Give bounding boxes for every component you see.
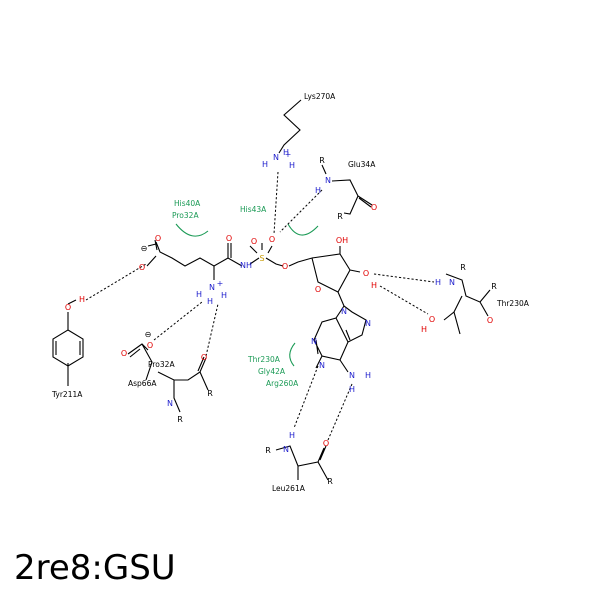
atom-o-lig-carbox-1: O [155, 234, 161, 243]
label-his43: His43A [240, 205, 267, 214]
atom-r-thr230-2: R [491, 282, 497, 291]
atom-r-glu34-1: R [319, 156, 325, 165]
hbond-tyr211-ligand [85, 263, 147, 301]
atom-n-glu34: N [325, 176, 331, 185]
label-gly42: Gly42A [258, 367, 286, 376]
atom-o-leu261: O [323, 439, 329, 448]
atom-o-s-1: O [251, 237, 257, 246]
label-arg260: Arg260A [266, 379, 299, 388]
atom-o-lig-amide: O [226, 234, 232, 243]
label-lys270: Lys270A [304, 92, 336, 101]
contact-arc-his40 [175, 223, 209, 237]
atom-h-glu34: H [315, 186, 321, 195]
atom-h-thr230-side: H [421, 325, 427, 334]
hbond-pro32-ligand [205, 303, 219, 357]
hbond-leu261-adenine-2 [327, 383, 353, 441]
atom-n-lig: N [209, 283, 215, 292]
atom-o-asp-2: O [147, 341, 153, 350]
atom-h-ribose-2: H [371, 281, 377, 290]
hbond-thr230-ribose-1 [373, 273, 435, 283]
atom-r-leu261-1: R [265, 446, 271, 455]
atom-h-lys-1: H [283, 148, 289, 157]
atom-h-n6: H [365, 371, 371, 380]
atom-o-ribose-2: O [363, 269, 369, 278]
atom-n3: N [311, 337, 317, 346]
label-leu261: Leu261A [272, 484, 306, 493]
hbond-glu34-ligand [279, 189, 323, 233]
atom-h-lig-3: H [207, 297, 213, 306]
atom-n-thr230: N [449, 278, 455, 287]
atom-r-glu34-2: R [337, 212, 343, 221]
hbond-thr230-ribose-2 [379, 285, 429, 315]
atom-nh-lig: NH [240, 261, 252, 270]
atom-n-pro32: N [167, 399, 173, 408]
atom-h-thr230: H [435, 278, 441, 287]
atom-h-n6-2: H [349, 385, 355, 394]
residue-labels: Lys270A Glu34A His40A Pro32A His43A Tyr2… [51, 92, 530, 493]
atom-r-leu261-2: R [327, 477, 333, 486]
atom-h-lys-2: H [262, 160, 268, 169]
atom-oh-ribose-3: OH [336, 236, 348, 245]
atom-o-s-2: O [269, 235, 275, 244]
diagram-title: 2re8:GSU [14, 548, 176, 588]
atom-o-pro32: O [201, 353, 207, 362]
atom-h-leu261: H [289, 431, 295, 440]
atom-s: S [259, 254, 264, 263]
atom-n-leu261: N [283, 445, 289, 454]
svg-text:+: + [217, 279, 224, 288]
atom-o-lig-carbox-2: O [139, 263, 145, 272]
label-glu34: Glu34A [348, 160, 376, 169]
atom-h-lys-3: H [289, 161, 295, 170]
atom-h-lig-1: H [196, 290, 202, 299]
atom-o-asp-1: O [121, 349, 127, 358]
atom-o-ribose-ring: O [315, 285, 321, 294]
label-his40: His40A [174, 199, 201, 208]
atom-o-thr230: O [487, 316, 493, 325]
svg-text:+: + [285, 150, 292, 159]
label-asp66: Asp66A [128, 379, 157, 388]
atom-h-lig-2: H [221, 291, 227, 300]
atom-n7: N [365, 319, 371, 328]
hbond-leu261-adenine-1 [293, 365, 319, 429]
bonds [52, 99, 491, 481]
hbond-asp66-ligand [153, 301, 203, 341]
atom-r-pro32-1: R [207, 389, 213, 398]
atom-r-pro32-2: R [177, 415, 183, 424]
atom-n6: N [349, 371, 355, 380]
label-pro32: Pro32A [148, 360, 175, 369]
atom-labels: N H + H H R N H O R O ⊖ O O NH N + H H H… [65, 148, 497, 486]
contact-arc-his43 [287, 223, 319, 236]
atom-n-lys: N [273, 153, 279, 162]
atom-n9: N [341, 307, 347, 316]
label-thr230-contact: Thr230A [247, 355, 281, 364]
charge-minus-asp: ⊖ [145, 330, 152, 339]
contact-arc-thr230 [289, 342, 296, 367]
atom-o-glu34: O [371, 203, 377, 212]
hydrogen-bonds [85, 171, 435, 441]
atom-o-s-ester: O [282, 262, 288, 271]
hbond-lys270-ligand [273, 171, 279, 235]
atom-o-tyr: O [65, 303, 71, 312]
label-tyr211: Tyr211A [51, 390, 83, 399]
label-thr230: Thr230A [496, 299, 530, 308]
charge-minus-lig: ⊖ [141, 244, 148, 253]
atom-h-tyr: H [79, 295, 85, 304]
atom-o-thr230-side: O [429, 315, 435, 324]
atom-n1: N [319, 361, 325, 370]
label-pro32-contact: Pro32A [172, 211, 199, 220]
atom-r-thr230-1: R [460, 263, 466, 272]
